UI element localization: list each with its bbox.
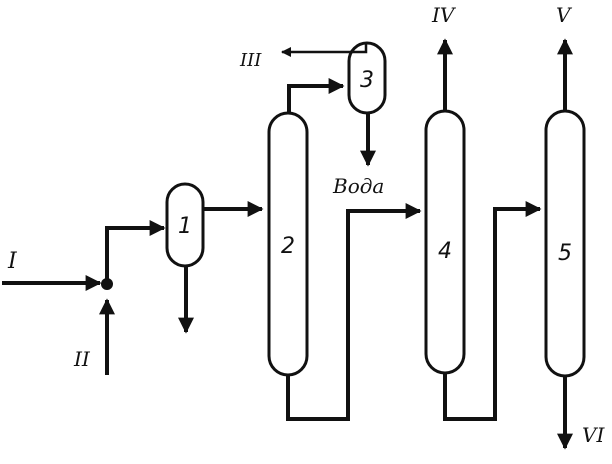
stream-iii-label: III (239, 50, 262, 71)
stream-v-label: V (556, 3, 573, 27)
unit-3-label: 3 (360, 68, 374, 93)
unit-1-label: 1 (178, 214, 192, 239)
unit-2-label: 2 (281, 234, 295, 259)
unit-5-label: 5 (558, 241, 572, 266)
line-unit-4-to-unit-5 (443, 201, 542, 421)
water-label: Вода (332, 174, 384, 198)
stream-iii-line (281, 43, 368, 57)
line-unit-2-to-unit-4 (286, 203, 422, 421)
stream-iv-label: IV (431, 3, 457, 27)
stream-ii-label: II (73, 347, 91, 371)
line-mixer-to-unit-1 (105, 220, 166, 284)
stream-vi-label: VI (582, 423, 605, 447)
line-unit-2-to-unit-3 (287, 78, 345, 113)
unit-4-label: 4 (438, 239, 452, 264)
stream-i-label: I (7, 249, 18, 274)
